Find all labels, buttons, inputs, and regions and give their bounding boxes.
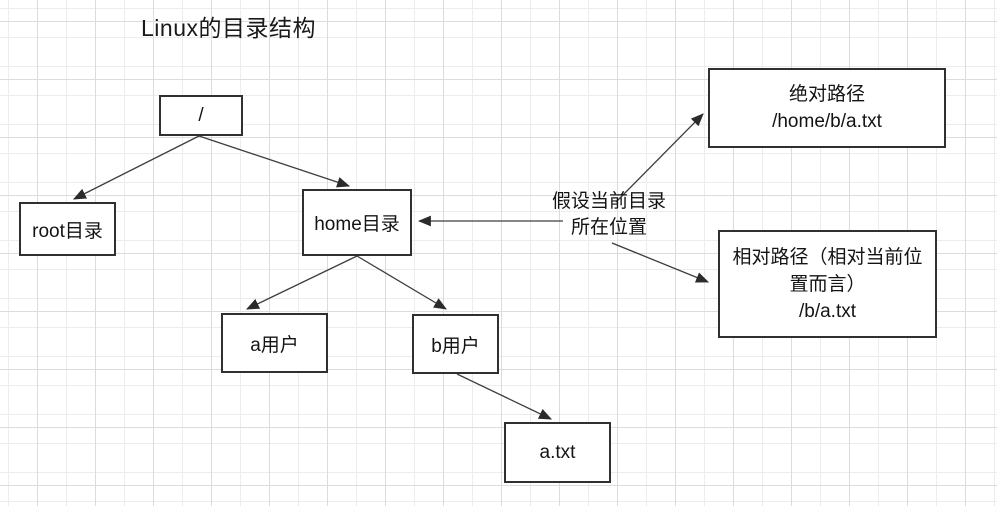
node-user-b[interactable]: b用户 [412, 314, 499, 374]
arrow-slash-to-rootdir [73, 135, 200, 200]
callout-absolute-path-value: /home/b/a.txt [772, 111, 882, 132]
arrow-homedir-to-user-a [246, 255, 358, 310]
arrow-homedir-to-user-b [356, 255, 447, 310]
node-file-a-txt-label: a.txt [539, 441, 576, 463]
callout-relative-path[interactable]: 相对路径（相对当前位 置而言） /b/a.txt [718, 230, 937, 338]
node-file-a-txt[interactable]: a.txt [504, 422, 611, 483]
current-directory-annotation-line1: 假设当前目录 [551, 191, 666, 212]
callout-relative-path-value: /b/a.txt [798, 300, 857, 322]
callout-absolute-path-title: 绝对路径 [788, 84, 865, 105]
callout-relative-path-title-line2: 置而言） [789, 273, 866, 295]
node-home-directory[interactable]: home目录 [302, 189, 412, 256]
node-root-slash[interactable]: / [159, 95, 243, 136]
arrow-slash-to-homedir [198, 135, 351, 188]
diagram-title: Linux的目录结构 [141, 15, 316, 41]
node-user-a[interactable]: a用户 [221, 313, 328, 373]
arrow-user-b-to-atxt [456, 373, 552, 420]
arrow-annotation-to-relative-path [611, 242, 710, 283]
callout-relative-path-title-line1: 相对路径（相对当前位 [732, 246, 923, 268]
current-directory-annotation-line2: 所在位置 [570, 217, 647, 238]
node-user-a-label: a用户 [250, 334, 299, 356]
node-root-directory[interactable]: root目录 [19, 202, 116, 256]
node-user-b-label: b用户 [431, 335, 480, 357]
callout-absolute-path[interactable]: 绝对路径 /home/b/a.txt [708, 68, 946, 148]
node-root-directory-label: root目录 [32, 220, 103, 242]
node-home-directory-label: home目录 [314, 214, 400, 235]
current-directory-annotation[interactable]: 假设当前目录 所在位置 [534, 189, 684, 241]
node-root-slash-label: / [198, 104, 204, 126]
